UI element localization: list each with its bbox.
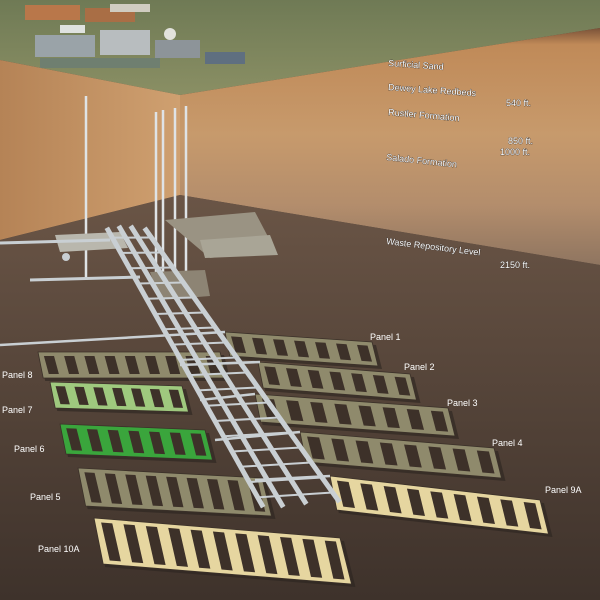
- label-rustler-depth-top: 850 ft.: [508, 136, 533, 146]
- label-surficial-sand: Surficial Sand: [388, 58, 444, 72]
- cross-cut: [257, 491, 333, 499]
- cross-cut: [206, 401, 269, 407]
- cross-cut: [214, 416, 280, 422]
- strata-left-wall: [0, 60, 180, 240]
- cross-cut: [163, 326, 216, 331]
- panel-4: [299, 431, 506, 481]
- access-drift: [179, 360, 261, 367]
- drift-3: [128, 224, 309, 506]
- label-panel-7: Panel 7: [2, 405, 33, 415]
- cross-cut: [137, 281, 184, 285]
- main-drifts: [0, 224, 342, 509]
- cross-cut: [231, 446, 301, 453]
- cross-cut: [180, 356, 237, 361]
- label-repository-depth: 2150 ft.: [500, 260, 530, 270]
- cross-cut: [172, 341, 227, 346]
- drift-1: [104, 226, 266, 509]
- strata-back-wall: [180, 28, 600, 265]
- access-drift: [254, 474, 331, 482]
- drift-4: [142, 226, 342, 504]
- label-rustler-depth-bottom: 1000 ft.: [500, 147, 530, 157]
- access-drift: [199, 392, 256, 402]
- access-drift: [0, 330, 226, 347]
- panel-1: [224, 331, 382, 369]
- label-panel-1: Panel 1: [370, 332, 401, 342]
- surface-terrain: [0, 0, 600, 95]
- label-panel-3: Panel 3: [447, 398, 478, 408]
- label-panel-9a: Panel 9A: [545, 485, 582, 495]
- drift-2: [116, 224, 286, 509]
- panels-layer: [37, 331, 553, 587]
- label-panel-10a: Panel 10A: [38, 544, 80, 554]
- panel-3: [254, 393, 459, 439]
- label-panel-2: Panel 2: [404, 362, 435, 372]
- label-panel-8: Panel 8: [2, 370, 33, 380]
- cross-cut: [197, 386, 259, 392]
- surface-facility: [25, 4, 245, 68]
- cross-cut: [189, 371, 248, 377]
- label-panel-6: Panel 6: [14, 444, 45, 454]
- panel-2: [257, 361, 421, 403]
- cross-cut: [146, 296, 195, 300]
- label-dewey-depth: 540 ft.: [506, 98, 531, 108]
- panel-6: [59, 423, 217, 463]
- cross-cut: [129, 266, 173, 270]
- access-drift: [214, 430, 301, 442]
- panel-7: [49, 381, 193, 415]
- panel-5: [77, 467, 276, 519]
- panel-10a: [93, 517, 356, 587]
- label-panel-5: Panel 5: [30, 492, 61, 502]
- panel-9a: [329, 475, 553, 537]
- label-panel-4: Panel 4: [492, 438, 523, 448]
- cross-cut: [155, 311, 205, 316]
- cross-cut: [240, 461, 312, 468]
